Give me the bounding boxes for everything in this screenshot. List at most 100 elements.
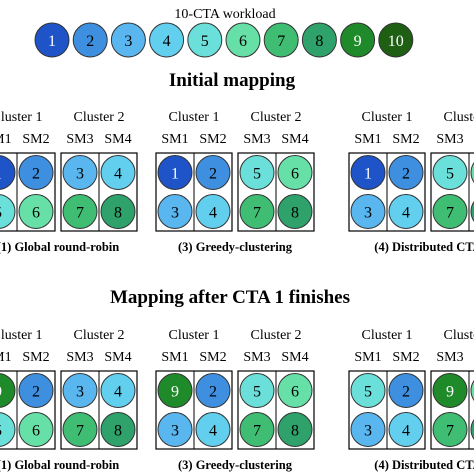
cta-circle: [239, 194, 275, 229]
cluster-label: Cluster 1: [362, 328, 413, 343]
cta-circle: [239, 412, 275, 447]
sm-label: SM1: [0, 132, 12, 147]
cta-circle: [277, 412, 313, 447]
cta-circle: [470, 419, 474, 440]
cluster-label: Cluster 1: [169, 328, 220, 343]
sm-label: SM2: [199, 350, 226, 365]
cta-label: 3: [171, 423, 179, 440]
cta-circle: [72, 22, 108, 58]
sm-label: SM4: [281, 350, 308, 365]
panel-caption: (1) Global round-robin: [0, 240, 119, 254]
cta-label: 2: [402, 166, 410, 183]
cta-label: 8: [114, 423, 122, 440]
cta-label: 6: [32, 205, 40, 222]
cta-label: 4: [402, 423, 410, 440]
cta-label: 10: [388, 33, 404, 50]
cta-label: 7: [253, 423, 261, 440]
cta-label: 2: [209, 166, 217, 183]
cluster-label: Cluster 1: [0, 328, 42, 343]
cta-circle: [340, 22, 376, 58]
cta-label: 6: [291, 166, 299, 183]
workload-title: 10-CTA workload: [174, 7, 275, 22]
cta-label: 3: [364, 205, 372, 222]
cta-label: 6: [32, 423, 40, 440]
cta-circle: [157, 194, 193, 229]
workload-cta: 9: [340, 22, 376, 58]
workload-cta: 8: [301, 22, 337, 58]
cta-label: 4: [209, 423, 217, 440]
cta-label: 7: [76, 205, 84, 222]
cta-circle: [18, 155, 54, 190]
cta-label: 7: [76, 423, 84, 440]
cluster-label: Cluster 2: [251, 110, 302, 125]
workload-cta: 2: [72, 22, 108, 58]
section-title-after: Mapping after CTA 1 finishes: [110, 287, 350, 308]
sm-label: SM1: [354, 350, 381, 365]
cta-label: 5: [364, 384, 372, 401]
sm-label: SM2: [22, 350, 49, 365]
sm-label: SM2: [392, 350, 419, 365]
cluster-label: Cluster 2: [444, 110, 474, 125]
sm-label: SM1: [161, 350, 188, 365]
sm-label: SM2: [392, 132, 419, 147]
workload-cta: 1: [34, 22, 70, 58]
cta-circle: [18, 412, 54, 447]
cta-circle: [239, 373, 275, 408]
cta-label: 5: [0, 205, 2, 222]
panel-caption: (1) Global round-robin: [0, 458, 119, 472]
cta-circle: [100, 412, 136, 447]
cta-circle: [277, 155, 313, 190]
cta-circle: [0, 155, 16, 190]
cta-label: 7: [446, 205, 454, 222]
cluster-label: Cluster 1: [362, 110, 413, 125]
cta-circle: [470, 201, 474, 222]
cta-circle: [18, 373, 54, 408]
cta-circle: [157, 373, 193, 408]
sm-label: SM2: [22, 132, 49, 147]
workload-cta: 7: [263, 22, 299, 58]
cta-label: 4: [114, 384, 122, 401]
cta-label: 4: [163, 33, 171, 50]
workload-cta: 4: [149, 22, 185, 58]
cta-label: 1: [364, 166, 372, 183]
sm-label: SM3: [66, 132, 93, 147]
cta-label: 4: [114, 166, 122, 183]
cta-circle: [350, 194, 386, 229]
cta-circle: [378, 22, 414, 58]
cta-label: 2: [32, 384, 40, 401]
sm-label: SM3: [436, 132, 463, 147]
cta-label: 2: [32, 166, 40, 183]
cta-circle: [388, 412, 424, 447]
cta-label: 5: [201, 33, 209, 50]
panel-caption: (4) Distributed CTA: [374, 240, 474, 254]
cta-circle: [432, 194, 468, 229]
cta-label: 5: [0, 423, 2, 440]
cta-circle: [350, 412, 386, 447]
sm-label: SM3: [436, 350, 463, 365]
cta-label: 3: [76, 384, 84, 401]
sm-label: SM1: [354, 132, 381, 147]
cta-circle: [195, 155, 231, 190]
cta-label: 7: [277, 33, 285, 50]
cluster-label: Cluster 2: [444, 328, 474, 343]
sm-label: SM4: [104, 132, 131, 147]
sm-label: SM3: [66, 350, 93, 365]
cta-label: 8: [291, 205, 299, 222]
cta-circle: [388, 373, 424, 408]
cluster-label: Cluster 2: [74, 328, 125, 343]
panel-caption: (4) Distributed CTA: [374, 458, 474, 472]
sm-label: SM1: [161, 132, 188, 147]
workload-cta: 3: [110, 22, 146, 58]
cta-circle: [62, 373, 98, 408]
cta-circle: [470, 380, 474, 401]
cta-circle: [432, 373, 468, 408]
sm-label: SM3: [243, 350, 270, 365]
